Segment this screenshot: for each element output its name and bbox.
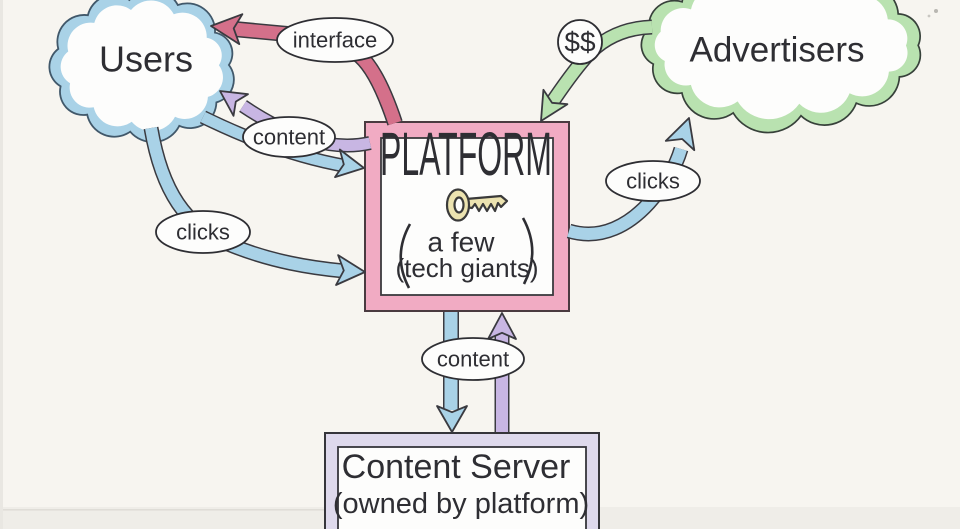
svg-text:interface: interface	[293, 28, 377, 53]
svg-text:(tech giants): (tech giants)	[395, 253, 538, 283]
svg-text:(owned by platform): (owned by platform)	[333, 488, 589, 520]
svg-text:a few: a few	[428, 227, 496, 258]
svg-text:clicks: clicks	[626, 169, 680, 194]
svg-text:clicks: clicks	[176, 220, 230, 245]
svg-text:Advertisers: Advertisers	[689, 31, 864, 70]
svg-text:$$: $$	[564, 27, 596, 58]
svg-text:PLATFORM: PLATFORM	[380, 121, 552, 189]
svg-text:Users: Users	[99, 39, 193, 80]
svg-text:content: content	[437, 347, 509, 372]
svg-text:Content Server: Content Server	[342, 448, 571, 486]
svg-text:content: content	[253, 125, 325, 150]
